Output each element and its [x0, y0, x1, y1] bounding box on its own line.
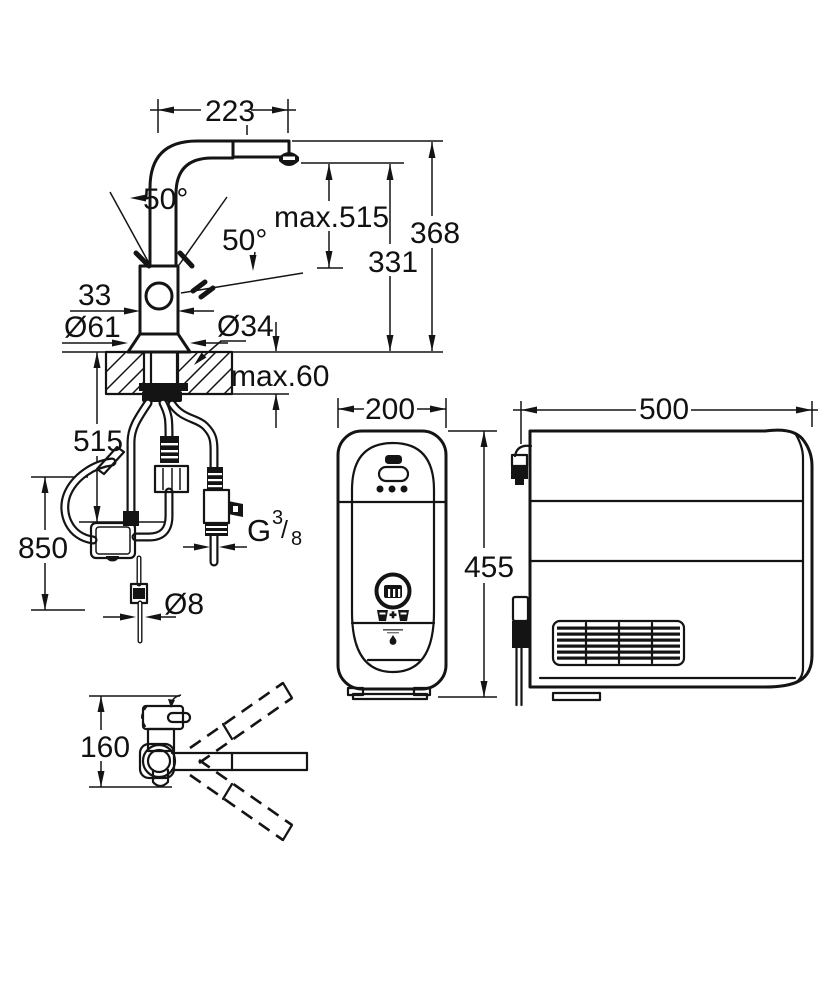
- dimension-lines: [31, 99, 818, 788]
- pullout-hose-connector: [123, 511, 139, 526]
- dim-hose-850: 850: [18, 532, 68, 565]
- top-spout: [170, 751, 309, 772]
- handle-slot-icon: [385, 455, 402, 464]
- lever-side-mark-2: [198, 285, 216, 300]
- top-hub-outer: [141, 743, 177, 779]
- cooler-side-view: [510, 428, 814, 707]
- thread-numerator: 3: [272, 507, 283, 529]
- thread-denominator: 8: [291, 528, 302, 550]
- dim-base-diameter: Ø61: [64, 311, 121, 344]
- top-head-dashed-edge: [141, 705, 148, 730]
- aerator-slit: [283, 156, 295, 160]
- dim-body-width: 33: [78, 279, 111, 312]
- cooler-front-view: [336, 429, 448, 701]
- spout-inner: [174, 156, 235, 268]
- thread-slash: /: [281, 516, 288, 544]
- control-box: [89, 521, 137, 560]
- mounting-nut: [142, 391, 182, 402]
- spout-outline: [148, 139, 291, 268]
- hose-connector-icon: [510, 444, 533, 485]
- hose-tag: [95, 445, 126, 476]
- underdeck-plumbing: [60, 398, 243, 644]
- drop-icon: [389, 635, 397, 645]
- control-box-notch: [106, 556, 119, 562]
- washer: [139, 383, 188, 391]
- dim-hose-515: 515: [73, 425, 123, 458]
- top-lever-pin: [166, 711, 192, 724]
- dim-cooler-depth: 500: [639, 393, 689, 426]
- base-escutcheon: [126, 332, 192, 354]
- side-base-tab: [551, 691, 602, 702]
- dim-hole-diameter: Ø34: [217, 310, 274, 343]
- vent-grille-icon: [551, 619, 686, 667]
- cooler-front-outline: [336, 429, 448, 691]
- thread-g: G: [247, 513, 271, 548]
- side-back-seam: [793, 431, 805, 685]
- dim-capillary-diameter: Ø8: [164, 588, 204, 621]
- dim-outlet-height: 331: [368, 246, 418, 279]
- led-dots-icon: [376, 485, 408, 493]
- dim-total-height: 368: [410, 217, 460, 250]
- top-under-piece: [151, 768, 170, 788]
- top-swivel-down: [189, 758, 294, 842]
- top-head: [141, 704, 185, 731]
- faucet-top-view: [138, 681, 309, 842]
- dimension-labels: 223 50° 50° max.515 368 331 33 Ø61 Ø34 m…: [18, 95, 689, 764]
- dim-cooler-height: 455: [464, 551, 514, 584]
- dim-deck-thickness: max.60: [231, 360, 329, 393]
- fine-print-mark: [383, 629, 403, 634]
- faucet-front-view: [104, 139, 299, 402]
- valve-coupling: [207, 467, 223, 490]
- top-hub-inner: [146, 748, 172, 774]
- power-cable-icon: [511, 595, 530, 707]
- dim-angle-right: 50°: [222, 224, 267, 257]
- lever-pivot: [144, 281, 174, 311]
- dim-cooler-width: 200: [365, 393, 415, 426]
- top-swivel-up: [189, 681, 294, 765]
- glasses-plus-icon: [377, 610, 409, 621]
- hose-coupling: [160, 436, 179, 463]
- control-box-inner: [95, 526, 131, 555]
- check-valve-nut: [153, 464, 190, 494]
- angle-valve-body: [202, 488, 231, 525]
- lever-left-position: [133, 250, 152, 269]
- cooler-side-outline: [528, 428, 814, 689]
- dim-spout-reach: 223: [205, 95, 255, 128]
- valve-thread: [205, 522, 228, 536]
- lever-side-mark-1: [190, 279, 208, 294]
- base-plate: [351, 692, 429, 701]
- dim-supply-thread: G 3 / 8: [247, 507, 302, 550]
- handle-recess-icon: [377, 465, 410, 483]
- lever-right-position: [177, 250, 195, 269]
- dim-pullout-height: max.515: [274, 201, 389, 234]
- dim-topview-height: 160: [80, 731, 130, 764]
- cooler-front-panel: [350, 441, 436, 674]
